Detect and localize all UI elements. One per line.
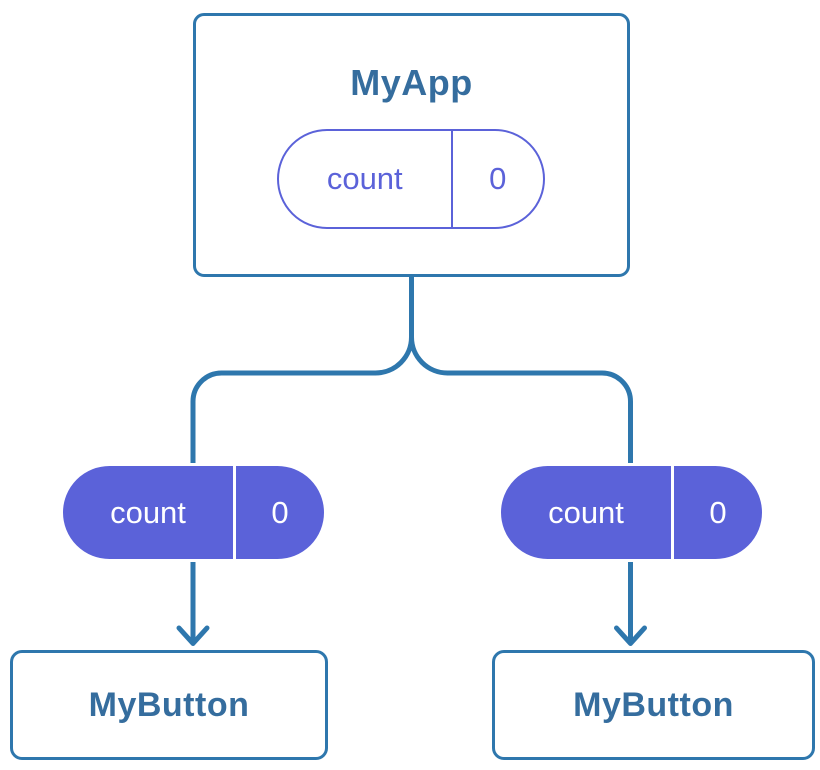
state-key-label: count bbox=[63, 466, 236, 559]
component-node-mybutton-left: MyButton bbox=[10, 650, 328, 760]
component-node-myapp: MyApp count 0 bbox=[193, 13, 630, 277]
state-value-label: 0 bbox=[489, 161, 507, 196]
arrowhead-right-icon bbox=[614, 625, 647, 646]
component-node-mybutton-right: MyButton bbox=[492, 650, 815, 760]
state-pill-root: count 0 bbox=[277, 129, 545, 229]
state-value-label: 0 bbox=[271, 494, 289, 530]
state-key-label: count bbox=[501, 466, 674, 559]
state-pill-right-child: count 0 bbox=[498, 463, 765, 562]
state-key-label: count bbox=[279, 131, 453, 227]
component-title: MyButton bbox=[88, 685, 250, 724]
connector-branch-right bbox=[409, 336, 633, 641]
connector-branch-left bbox=[190, 336, 414, 641]
component-title: MyButton bbox=[573, 685, 734, 724]
arrowhead-left-icon bbox=[176, 625, 210, 646]
state-value-label: 0 bbox=[709, 494, 727, 530]
state-pill-left-child: count 0 bbox=[60, 463, 327, 562]
component-title: MyApp bbox=[350, 62, 473, 103]
